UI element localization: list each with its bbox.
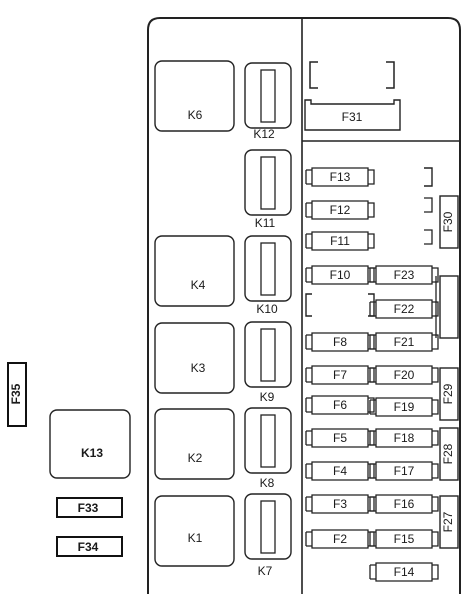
fuse-f7: F7 <box>305 365 375 385</box>
fuse-f2-label: F2 <box>333 532 347 546</box>
fuse-f29-label: F29 <box>441 383 455 404</box>
fuse-f11-label: F11 <box>330 234 350 248</box>
fuse-f13-label: F13 <box>330 170 351 184</box>
fuse-f12: F12 <box>305 200 375 220</box>
fuse-f8: F8 <box>305 332 375 352</box>
fuse-f16: F16 <box>369 494 439 514</box>
relay-k13-label: K13 <box>81 446 103 460</box>
fuse-f16-label: F16 <box>394 497 415 511</box>
relay-k10: K10 <box>244 235 292 316</box>
fuse-f21-label: F21 <box>394 335 415 349</box>
relay-k8-label: K8 <box>260 476 275 490</box>
fuse-f7-label: F7 <box>333 368 347 382</box>
fuse-f2: F2 <box>305 529 375 549</box>
fuse-f34: F34 <box>56 536 123 557</box>
fuse-f10: F10 <box>305 265 375 285</box>
relay-k11-label: K11 <box>255 216 276 230</box>
relay-k7: K7 <box>244 493 292 578</box>
fuse-f6-label: F6 <box>333 398 347 412</box>
relay-k12-label: K12 <box>253 127 275 141</box>
fuse-f30-label: F30 <box>441 211 455 232</box>
relay-k7-label: K7 <box>258 564 273 578</box>
fuse-f28-label: F28 <box>441 443 455 464</box>
fuse-f22-label: F22 <box>394 302 415 316</box>
fuse-f23: F23 <box>369 265 439 285</box>
fuse-f17: F17 <box>369 461 439 481</box>
relay-k11: K11 <box>244 149 292 230</box>
fuse-f31: F31 <box>304 99 401 131</box>
fuse-f35-label: F35 <box>9 383 23 404</box>
fuse-f18-label: F18 <box>394 431 415 445</box>
fuse-f5: F5 <box>305 428 375 448</box>
fuse-f12-label: F12 <box>330 203 351 217</box>
fuse-f6: F6 <box>305 395 375 415</box>
fuse-f20-label: F20 <box>394 368 415 382</box>
fuse-f3-label: F3 <box>333 497 347 511</box>
relay-k12: K12 <box>244 62 292 141</box>
fuse-box-housing <box>147 17 461 594</box>
fuse-f22: F22 <box>369 299 439 319</box>
fuse-f31-label: F31 <box>342 110 363 124</box>
relay-k4: K4 <box>154 235 235 307</box>
relay-k2-label: K2 <box>188 451 203 465</box>
fuse-f10-label: F10 <box>330 268 351 282</box>
relay-k1-label: K1 <box>188 531 203 545</box>
fuse-f13: F13 <box>305 167 375 187</box>
fuse-f14: F14 <box>369 562 439 582</box>
fuse-f19: F19 <box>369 397 439 417</box>
fuse-f17-label: F17 <box>394 464 415 478</box>
relay-k3: K3 <box>154 322 235 394</box>
fuse-f18: F18 <box>369 428 439 448</box>
fuse-f34-label: F34 <box>78 540 99 554</box>
fuse-f23-label: F23 <box>394 268 415 282</box>
relay-k4-label: K4 <box>191 278 206 292</box>
fuse-f33: F33 <box>56 497 123 518</box>
fuse-f30: F30 <box>424 195 459 249</box>
fuse-f27: F27 <box>439 495 459 549</box>
fuse-f4: F4 <box>305 461 375 481</box>
relay-k3-label: K3 <box>191 361 206 375</box>
relay-k2: K2 <box>154 408 235 480</box>
fuse-f5-label: F5 <box>333 431 347 445</box>
empty-fuse-holder-left <box>305 293 375 317</box>
fuse-f29: F29 <box>439 367 459 421</box>
relay-k9-label: K9 <box>260 390 275 404</box>
fuse-f3: F3 <box>305 494 375 514</box>
fuse-f8-label: F8 <box>333 335 347 349</box>
fuse-f19-label: F19 <box>394 400 415 414</box>
relay-k6: K6 <box>154 60 235 132</box>
fuse-f33-label: F33 <box>78 501 99 515</box>
fuse-holder-tall <box>435 275 459 339</box>
fuse-f15-label: F15 <box>394 532 415 546</box>
fuse-f11: F11 <box>305 231 375 251</box>
empty-fuse-holder-top <box>309 61 395 89</box>
fuse-f14-label: F14 <box>394 565 415 579</box>
relay-k13: K13 <box>49 409 131 479</box>
empty-fuse-holder-right <box>424 167 433 187</box>
fuse-f27-label: F27 <box>441 511 455 532</box>
relay-k6-label: K6 <box>188 108 203 122</box>
fuse-f21: F21 <box>369 332 439 352</box>
relay-k1: K1 <box>154 495 235 567</box>
relay-k9: K9 <box>244 321 292 404</box>
fuse-f15: F15 <box>369 529 439 549</box>
relay-k10-label: K10 <box>256 302 278 316</box>
relay-k8: K8 <box>244 407 292 490</box>
fuse-f4-label: F4 <box>333 464 347 478</box>
fuse-f20: F20 <box>369 365 439 385</box>
fuse-f35: F35 <box>7 362 27 427</box>
fuse-f28: F28 <box>439 427 459 481</box>
